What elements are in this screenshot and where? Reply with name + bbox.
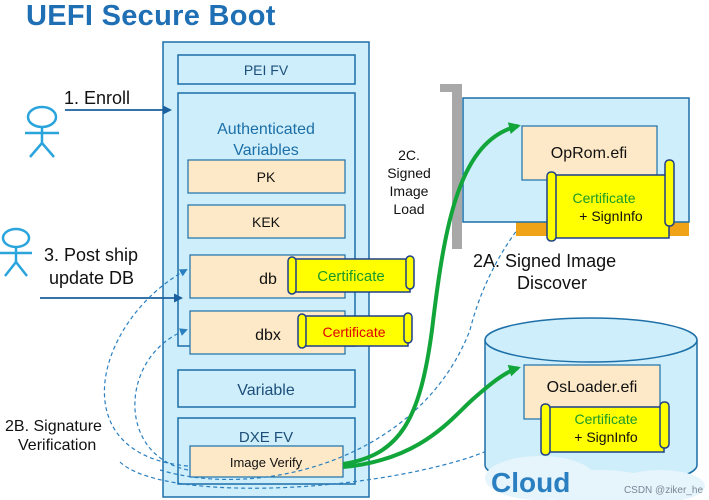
signature-verification-label-1: 2B. Signature (5, 418, 102, 435)
db-certificate-label: Certificate (317, 268, 385, 285)
osloader-certificate-scroll: Certificate + SignInfo (540, 401, 670, 456)
db-label: db (259, 271, 277, 288)
osloader-cert-line-1: Certificate (574, 411, 637, 427)
auth-vars-label-2: Variables (233, 142, 299, 159)
oprom-file-box: OpRom.efi (521, 125, 658, 181)
auth-vars-label-1: Authenticated (217, 121, 315, 138)
csdn-watermark: CSDN @ziker_he (623, 485, 703, 496)
signed-load-line-3: Image (390, 183, 429, 199)
signature-verification-curves (103, 188, 558, 489)
db-certificate-scroll: Certificate (287, 255, 415, 295)
dxe-fv-label: DXE FV (239, 429, 293, 446)
post-ship-label-2: update DB (49, 268, 134, 288)
osloader-cert-line-2: + SignInfo (574, 429, 638, 445)
pk-label: PK (257, 169, 276, 185)
cloud-shape: Cloud (485, 456, 705, 500)
user-icon-post-ship (0, 227, 32, 277)
kek-box: KEK (187, 204, 346, 239)
signed-load-line-2: Signed (387, 165, 431, 181)
pk-box: PK (187, 159, 346, 194)
variable-box: Variable (177, 369, 356, 408)
oprom-file-label: OpRom.efi (551, 145, 627, 162)
cloud-label: Cloud (491, 467, 570, 498)
diagram-title: UEFI Secure Boot (26, 0, 276, 32)
image-verify-box: Image Verify (189, 445, 344, 478)
oprom-cert-line-1: Certificate (572, 190, 635, 206)
signed-image-discover-label-1: 2A. Signed Image (473, 251, 616, 271)
kek-label: KEK (252, 214, 281, 230)
signed-image-load-arrows (342, 122, 521, 469)
signed-image-load-label: 2C. Signed Image Load (387, 147, 431, 217)
variable-label: Variable (237, 382, 295, 399)
signature-verification-label-2: Verification (18, 437, 96, 454)
oprom-certificate-scroll: Certificate + SignInfo (546, 159, 675, 242)
signed-load-line-4: Load (393, 201, 424, 217)
dbx-certificate-label: Certificate (322, 324, 385, 340)
signed-load-line-1: 2C. (398, 147, 420, 163)
dbx-label: dbx (255, 327, 281, 344)
oprom-cert-line-2: + SignInfo (579, 208, 643, 224)
pei-fv-box: PEI FV (177, 54, 356, 85)
signed-image-discover-label-2: Discover (517, 273, 587, 293)
user-icon-enroll (25, 105, 59, 158)
image-verify-label: Image Verify (230, 455, 303, 470)
enroll-label: 1. Enroll (64, 88, 130, 108)
pei-fv-label: PEI FV (244, 62, 289, 78)
dbx-certificate-scroll: Certificate (297, 312, 413, 349)
osloader-file-label: OsLoader.efi (547, 379, 638, 396)
post-ship-label-1: 3. Post ship (44, 245, 138, 265)
pci-card-bracket (440, 84, 462, 249)
